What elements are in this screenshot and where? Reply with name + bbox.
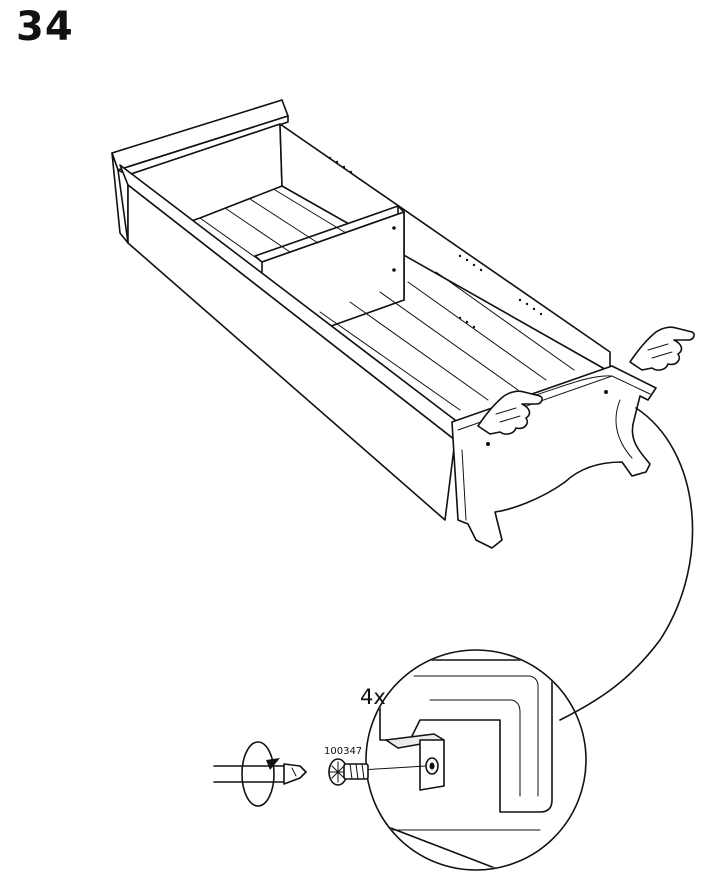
pointing-hand-icon-left bbox=[477, 390, 543, 435]
slat-line bbox=[224, 207, 291, 253]
front-leg-line bbox=[615, 399, 633, 459]
screw-hole bbox=[604, 390, 608, 394]
rotate-clockwise-icon bbox=[241, 741, 280, 807]
slat-line bbox=[249, 198, 319, 244]
quantity-label: 4x bbox=[360, 685, 386, 709]
slat-line bbox=[379, 291, 519, 391]
hole-dots bbox=[328, 156, 543, 329]
front-panel-shape bbox=[451, 365, 657, 549]
screw-hole bbox=[486, 442, 490, 446]
slat-line bbox=[349, 301, 489, 401]
front-leg-line bbox=[461, 449, 467, 521]
detail-callout bbox=[365, 407, 694, 871]
near-side-face bbox=[127, 184, 456, 521]
slat-line bbox=[407, 281, 547, 381]
step-number: 34 bbox=[16, 4, 74, 50]
bracket-detail bbox=[367, 659, 585, 869]
slat-line bbox=[435, 271, 575, 371]
near-side-top bbox=[119, 164, 456, 441]
screwdriver-icon bbox=[213, 763, 307, 785]
screw-icon bbox=[328, 758, 369, 786]
callout-circle bbox=[365, 649, 587, 871]
slat-line bbox=[199, 217, 263, 263]
slat-line bbox=[319, 311, 461, 411]
slat-line bbox=[274, 189, 347, 234]
front-panel bbox=[451, 365, 657, 549]
part-number-label: 100347 bbox=[324, 746, 362, 757]
pointing-hand-icon-right bbox=[629, 326, 695, 371]
callout-connector bbox=[559, 407, 694, 721]
